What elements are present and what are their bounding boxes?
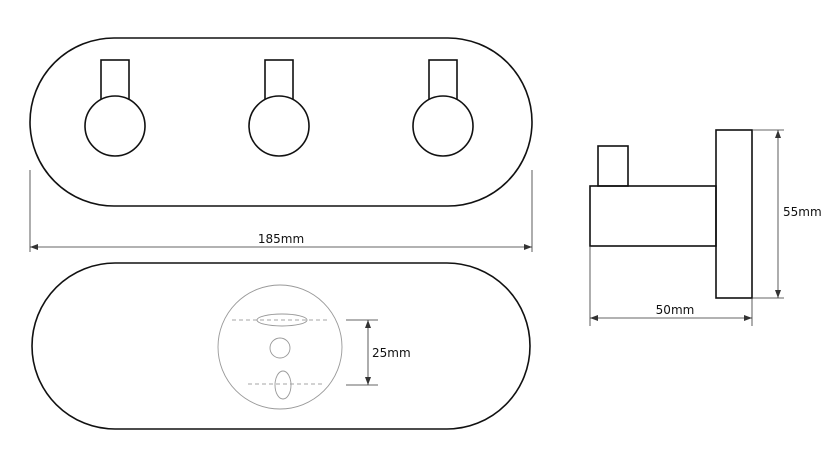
hook-right — [412, 59, 474, 157]
side-hook-arm — [589, 185, 717, 247]
hook-center-knob — [248, 95, 310, 157]
side-hook-tip — [597, 145, 629, 187]
hook-center-stem — [264, 59, 294, 101]
hook-left-stem — [100, 59, 130, 101]
height-dimension: 55mm — [752, 129, 822, 299]
hook-left-knob — [84, 95, 146, 157]
hook-right-knob — [412, 95, 474, 157]
side-backplate — [715, 129, 753, 299]
hole-spacing-label: 25mm — [372, 346, 411, 360]
front-plate-outline — [29, 37, 533, 207]
mounting-plate-circle — [217, 284, 343, 410]
middle-hole — [269, 337, 291, 359]
back-view — [31, 262, 531, 430]
depth-label: 50mm — [656, 303, 695, 317]
length-arrow-left — [30, 244, 38, 250]
front-view — [29, 37, 533, 207]
hole-spacing-dimension: 25mm — [346, 319, 411, 386]
hook-left — [84, 59, 146, 157]
upper-keyhole-slot — [256, 313, 308, 327]
lower-keyhole-slot — [274, 370, 292, 400]
length-arrow-right — [524, 244, 532, 250]
length-dimension: 185mm — [29, 170, 533, 252]
hook-center — [248, 59, 310, 157]
side-view — [589, 129, 753, 299]
height-label: 55mm — [783, 205, 822, 219]
back-plate-outline — [31, 262, 531, 430]
length-label: 185mm — [258, 232, 304, 246]
depth-dimension: 50mm — [589, 246, 753, 326]
hook-right-stem — [428, 59, 458, 101]
